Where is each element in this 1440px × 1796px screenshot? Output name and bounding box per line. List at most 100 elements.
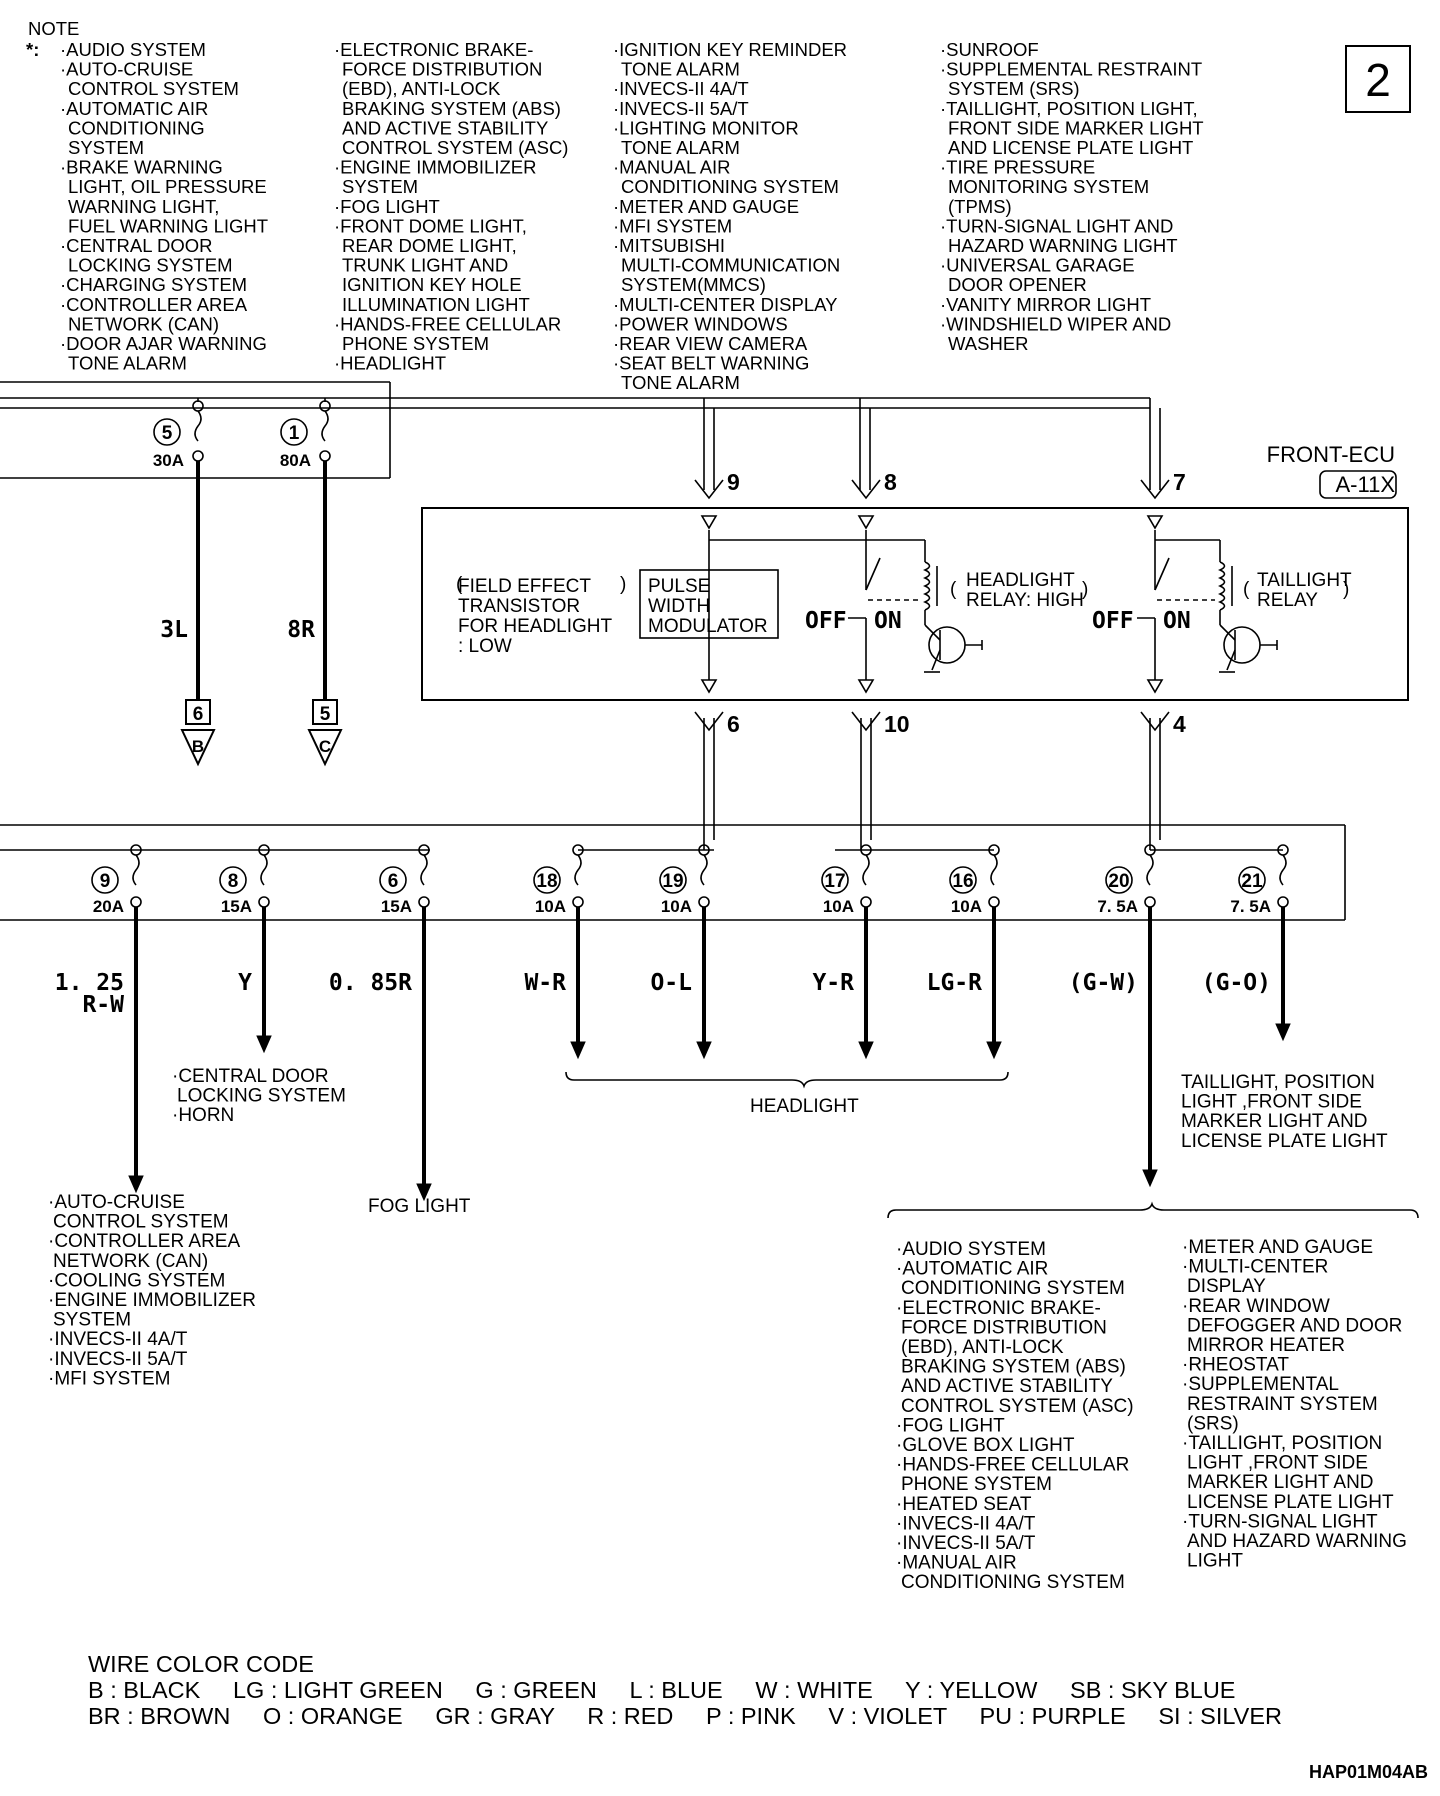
ecu-output-pin: 10	[884, 711, 910, 737]
fuse-number-circle	[91, 866, 119, 894]
fuse-amperage: 10A	[661, 897, 692, 916]
fuse-number-circle	[949, 866, 977, 894]
note-line: ·TURN-SIGNAL LIGHT AND	[940, 215, 1173, 236]
note-line: CONDITIONING SYSTEM	[621, 176, 839, 197]
fuse-element	[1146, 854, 1154, 886]
destination-line: ·CONTROLLER AREA	[48, 1231, 240, 1252]
fuse-element	[321, 410, 329, 442]
wire-arrow	[1142, 1169, 1158, 1188]
fuse-number: 19	[662, 871, 683, 892]
note-line: ·VANITY MIRROR LIGHT	[940, 294, 1151, 315]
note-line: CONTROL SYSTEM	[68, 78, 239, 99]
note-line: ·LIGHTING MONITOR	[613, 117, 799, 138]
note-line: ·MFI SYSTEM	[613, 215, 732, 236]
destination-line: FORCE DISTRIBUTION	[901, 1317, 1107, 1338]
wire-color-code-row-2: BR : BROWN O : ORANGE GR : GRAY R : RED …	[88, 1703, 1282, 1729]
note-line: FRONT SIDE MARKER LIGHT	[948, 117, 1204, 138]
fuse-amperage: 10A	[823, 897, 854, 916]
fuse-terminal	[698, 896, 710, 908]
pin-marker	[857, 679, 875, 694]
destination-line: ·METER AND GAUGE	[1182, 1237, 1373, 1258]
dest-fog-light: FOG LIGHT	[368, 1196, 471, 1217]
note-line: ·AUDIO SYSTEM	[60, 39, 206, 60]
svg-text:): )	[1343, 579, 1349, 600]
destination-line: ·TURN-SIGNAL LIGHT	[1182, 1511, 1378, 1532]
svg-text:(: (	[1243, 579, 1250, 600]
destination-line: ·RHEOSTAT	[1182, 1355, 1289, 1376]
fuse-terminal	[192, 450, 204, 462]
headlight-relay-label-line: RELAY: HIGH	[966, 590, 1084, 611]
fuse-element	[194, 410, 202, 442]
ecu-input-pin: 7	[1173, 469, 1186, 495]
destination-line: BRAKING SYSTEM (ABS)	[901, 1357, 1126, 1378]
note-line: ·UNIVERSAL GARAGE	[940, 255, 1135, 276]
switch-on-label-1: ON	[874, 608, 902, 634]
note-line: ·CHARGING SYSTEM	[60, 274, 247, 295]
off-page-connector-triangle	[307, 729, 343, 767]
destination-line: ·INVECS-II 5A/T	[48, 1349, 188, 1370]
destination-line: ·SUPPLEMENTAL	[1182, 1374, 1339, 1395]
fuse-number-circle	[1238, 866, 1266, 894]
destination-line: LIGHT ,FRONT SIDE	[1187, 1453, 1368, 1474]
note-line: CONDITIONING	[68, 117, 205, 138]
lower-fuse: 217. 5A(G-O)	[1202, 844, 1291, 1042]
connector-box	[185, 699, 211, 725]
note-line: ·FOG LIGHT	[334, 196, 440, 217]
destination-line: AND ACTIVE STABILITY	[901, 1376, 1113, 1397]
destination-line: ·AUTOMATIC AIR	[896, 1259, 1048, 1280]
wire-color-code: WIRE COLOR CODE B : BLACK LG : LIGHT GRE…	[88, 1651, 1282, 1729]
wire-label: LG-R	[927, 970, 983, 996]
fet-label-line: FOR HEADLIGHT	[458, 616, 613, 637]
fuse-terminal	[319, 400, 331, 412]
fuse-number-circle	[280, 418, 308, 446]
destination-line: ·CENTRAL DOOR	[172, 1066, 329, 1087]
destination-line: ·REAR WINDOW	[1182, 1296, 1330, 1317]
wire-arrow	[858, 1041, 874, 1060]
dest-illumination-column-1: ·AUDIO SYSTEM·AUTOMATIC AIRCONDITIONING …	[896, 1239, 1134, 1593]
fuse-terminal	[860, 896, 872, 908]
note-line: ·ENGINE IMMOBILIZER	[334, 157, 537, 178]
destination-line: CONTROL SYSTEM (ASC)	[901, 1396, 1134, 1417]
note-line: ·REAR VIEW CAMERA	[613, 333, 808, 354]
wire-label: Y-R	[812, 970, 854, 996]
destination-line: RESTRAINT SYSTEM	[1187, 1394, 1378, 1415]
fuse-number: 9	[100, 871, 111, 892]
destination-line: SYSTEM	[53, 1310, 131, 1331]
wire-label: 3L	[160, 617, 188, 643]
fuse-terminal	[258, 896, 270, 908]
connector-arrow	[1140, 711, 1170, 732]
note-line: PHONE SYSTEM	[342, 333, 489, 354]
svg-text:(: (	[950, 579, 957, 600]
fuse-terminal	[988, 896, 1000, 908]
destination-line: ·FOG LIGHT	[896, 1415, 1005, 1436]
ecu-output-pin: 4	[1173, 711, 1186, 737]
switch-off-label-1: OFF	[805, 608, 847, 634]
pin-marker	[857, 515, 875, 530]
wire-label: 8R	[287, 617, 315, 643]
note-line: ·IGNITION KEY REMINDER	[613, 39, 847, 60]
fuse-terminal	[418, 896, 430, 908]
destination-line: ·AUDIO SYSTEM	[896, 1239, 1046, 1260]
note-line: ·INVECS-II 5A/T	[613, 98, 749, 119]
note-line: ILLUMINATION LIGHT	[342, 294, 530, 315]
wire-label: Y	[238, 970, 252, 996]
destination-line: LIGHT ,FRONT SIDE	[1181, 1092, 1362, 1113]
note-line: ·TIRE PRESSURE	[940, 157, 1095, 178]
lower-fuse: 207. 5A(G-W)	[1069, 844, 1158, 1188]
figure-id: HAP01M04AB	[1309, 1762, 1428, 1782]
pin-marker	[1146, 515, 1164, 530]
note-line: BRAKING SYSTEM (ABS)	[342, 98, 561, 119]
wire-label: W-R	[524, 970, 566, 996]
